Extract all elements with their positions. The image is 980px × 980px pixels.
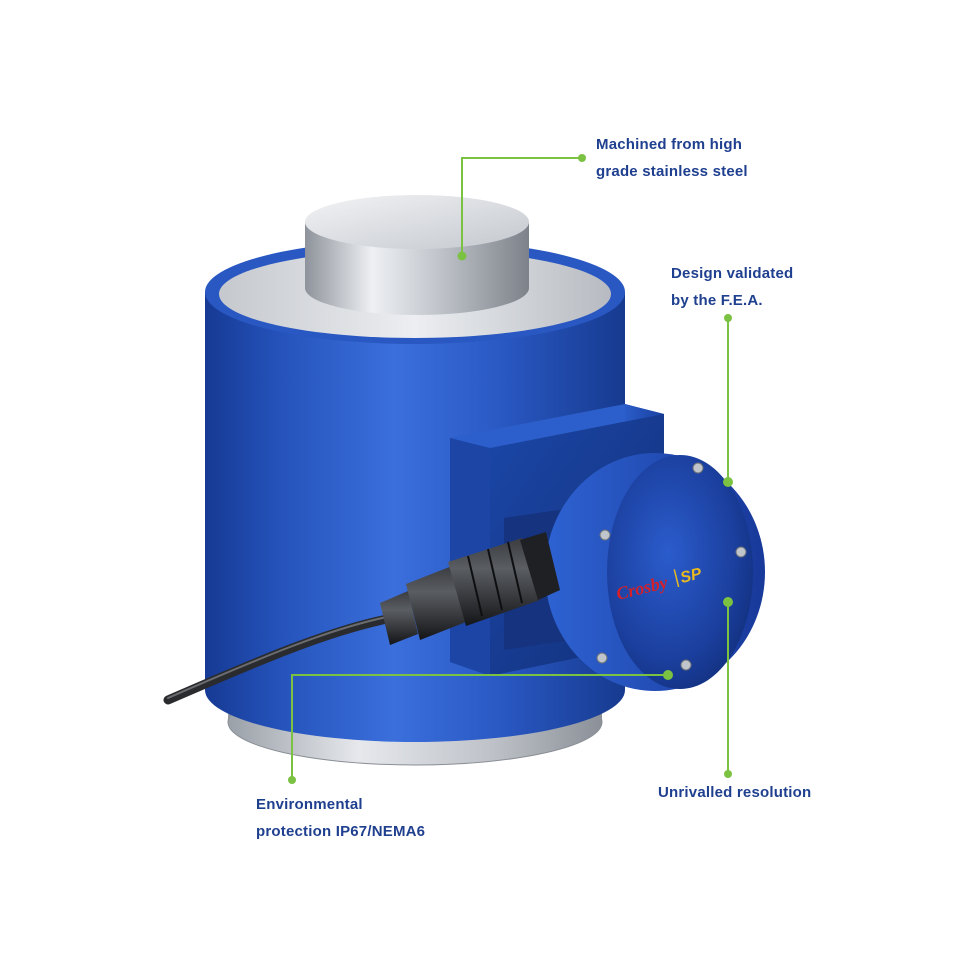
- callout-steel-line1: Machined from high: [596, 136, 743, 153]
- callout-env-line1: Environmental: [256, 796, 363, 813]
- steel-piston: [305, 195, 529, 315]
- sp-logo-mark: SP: [679, 565, 704, 587]
- leader-environmental: [291, 674, 668, 780]
- leader-dots: [288, 154, 733, 784]
- callout-fea: Design validated by the F.E.A.: [671, 260, 793, 314]
- callout-steel-line2: grade stainless steel: [596, 163, 748, 180]
- leader-steel: [461, 157, 582, 255]
- callout-fea-line1: Design validated: [671, 265, 794, 282]
- callout-resolution-line1: Unrivalled resolution: [658, 784, 812, 801]
- callout-stainless-steel: Machined from high grade stainless steel: [596, 131, 748, 185]
- callout-resolution: Unrivalled resolution: [658, 779, 811, 806]
- callout-environmental: Environmental protection IP67/NEMA6: [256, 791, 425, 845]
- leader-lines: [291, 157, 729, 780]
- callout-fea-line2: by the F.E.A.: [671, 292, 763, 309]
- cap-bolt: [596, 462, 747, 671]
- cable-connector: [163, 532, 560, 705]
- end-cap: Crosby SP: [545, 453, 765, 691]
- callout-env-line2: protection IP67/NEMA6: [256, 823, 426, 840]
